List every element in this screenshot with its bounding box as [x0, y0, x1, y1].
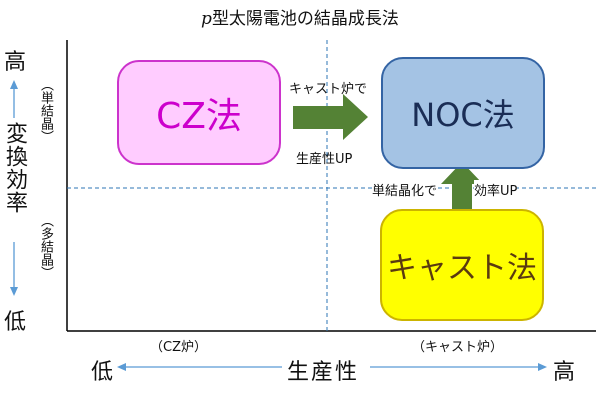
- title-text: 型太陽電池の結晶成長法: [211, 9, 399, 29]
- cz-method-label: CZ法: [156, 95, 242, 137]
- diagram-title: p型太陽電池の結晶成長法: [0, 4, 600, 29]
- cast-method-label: キャスト法: [387, 251, 537, 286]
- x-axis-double-arrow: [117, 363, 547, 371]
- cz-method-box: CZ法: [117, 60, 281, 165]
- cast-method-box: キャスト法: [380, 209, 544, 321]
- noc-method-box: NOC法: [381, 57, 545, 169]
- noc-method-label: NOC法: [411, 96, 515, 134]
- cast-furnace-label: （キャスト炉）: [412, 340, 504, 355]
- x-axis-title: 生産性: [287, 360, 360, 385]
- up-arrow-left-text: 単結晶化で: [372, 180, 438, 199]
- x-axis-high-label: 高: [553, 360, 576, 385]
- green-right-arrow: [293, 94, 368, 140]
- right-arrow-bottom-text: 生産性UP: [296, 152, 353, 167]
- y-axis-title: 変換効率: [2, 122, 27, 214]
- x-axis-low-label: 低: [91, 360, 114, 385]
- multi-crystal-label: （多結晶）: [38, 214, 53, 279]
- up-arrow-right-text: 効率UP: [474, 180, 518, 199]
- cz-furnace-label: （CZ炉）: [150, 340, 207, 355]
- y-axis-high-label: 高: [4, 50, 27, 75]
- green-up-arrow: [441, 162, 483, 211]
- single-crystal-label: （単結晶）: [38, 78, 53, 143]
- right-arrow-top-text: キャスト炉で: [289, 82, 368, 97]
- title-italic-p: p: [201, 9, 212, 29]
- y-axis-low-label: 低: [4, 310, 27, 335]
- y-axis-double-arrow: [10, 80, 18, 296]
